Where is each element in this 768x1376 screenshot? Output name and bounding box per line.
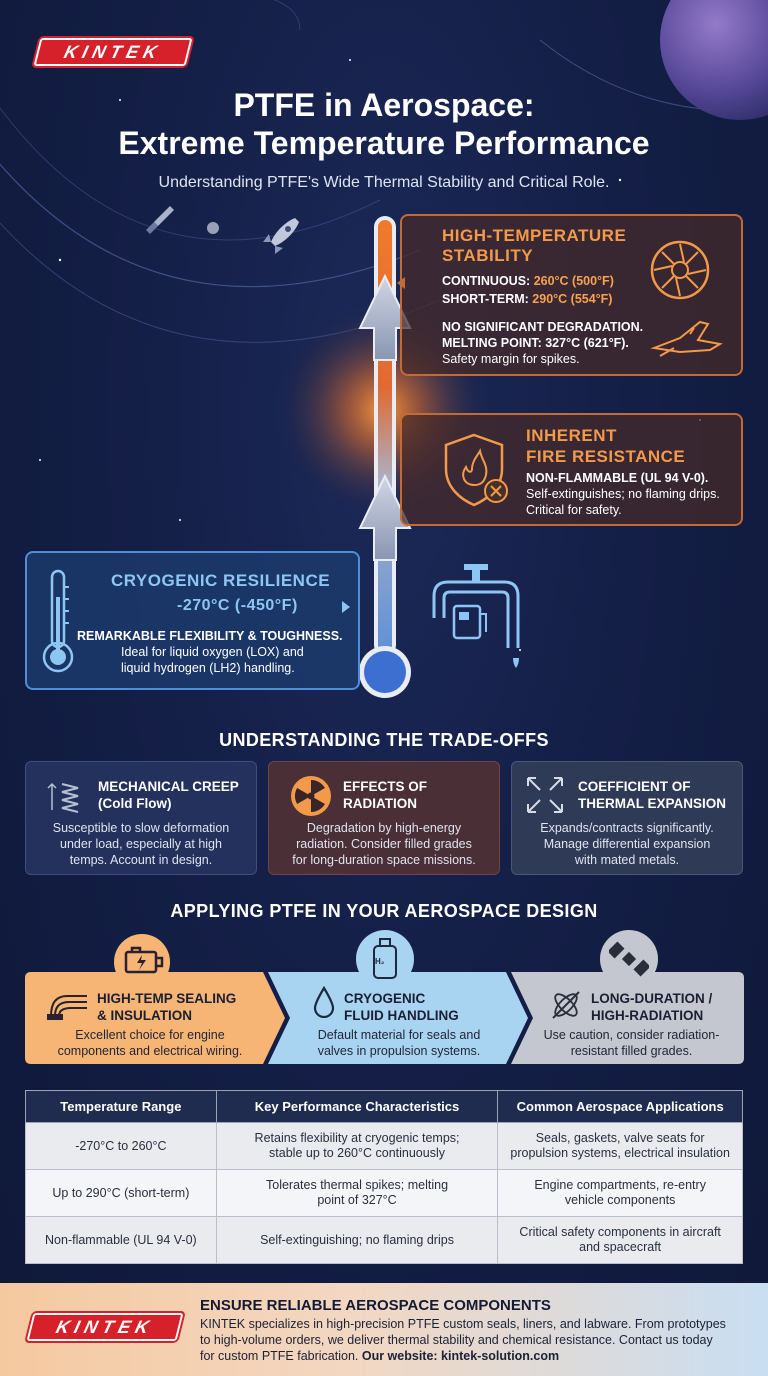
thermometer-gauge: [358, 216, 412, 698]
page-title: PTFE in Aerospace: Extreme Temperature P…: [118, 87, 650, 161]
spring-icon: [47, 782, 79, 813]
expansion-title: COEFFICIENT OF THERMAL EXPANSION: [578, 779, 727, 811]
small-rocket-icon: [146, 206, 174, 234]
apply-long-duration: LONG-DURATION / HIGH-RADIATION Use cauti…: [511, 972, 744, 1064]
apply-step-2-shape: [268, 972, 528, 1064]
sealing-title: HIGH-TEMP SEALING & INSULATION: [97, 991, 237, 1023]
satellite-icon-circle: [600, 930, 658, 988]
specs-table: Temperature Range Key Performance Charac…: [25, 1090, 743, 1264]
table-cell: Non-flammable (UL 94 V-0): [25, 1216, 217, 1264]
radiation-body: Degradation by high-energy radiation. Co…: [292, 821, 476, 867]
continuous-temp: CONTINUOUS: 260°C (500°F): [442, 274, 614, 288]
table-row: Non-flammable (UL 94 V-0) Self-extinguis…: [25, 1216, 743, 1264]
droplet-icon: [313, 986, 335, 1018]
radiation-icon: [291, 776, 331, 816]
h2-icon-circle: H₂: [356, 930, 414, 988]
footer-banner: KINTEK ENSURE RELIABLE AEROSPACE COMPONE…: [0, 1283, 768, 1376]
self-extinguish-text: Self-extinguishes; no flaming drips.: [526, 487, 720, 501]
apply-high-temp-sealing: HIGH-TEMP SEALING & INSULATION Excellent…: [25, 972, 275, 1064]
radiation-title: EFFECTS OF RADIATION: [343, 779, 427, 811]
high-temp-stability-card: HIGH-TEMPERATURE STABILITY CONTINUOUS: 2…: [400, 214, 743, 376]
cryo-temp: -270°C (-450°F): [177, 597, 298, 614]
table-header-row: Temperature Range Key Performance Charac…: [25, 1090, 743, 1123]
wiring-icon: [47, 995, 87, 1020]
table-cell: -270°C to 260°C: [25, 1122, 217, 1170]
melting-point-text: MELTING POINT: 327°C (621°F).: [442, 336, 629, 350]
fire-heading: INHERENT FIRE RESISTANCE: [526, 426, 686, 466]
table-cell: Retains flexibility at cryogenic temps;s…: [215, 1122, 499, 1170]
tradeoff-radiation: EFFECTS OF RADIATION Degradation by high…: [268, 761, 500, 875]
table-cell: Up to 290°C (short-term): [25, 1169, 217, 1217]
broken-atom-icon: [552, 991, 580, 1019]
safety-margin-text: Safety margin for spikes.: [442, 352, 580, 366]
critical-safety-text: Critical for safety.: [526, 503, 622, 517]
fire-resistance-card: INHERENT FIRE RESISTANCE NON-FLAMMABLE (…: [400, 413, 743, 526]
header-applications: Common Aerospace Applications: [497, 1090, 743, 1123]
footer-body: KINTEK specializes in high-precision PTF…: [200, 1317, 726, 1363]
high-temp-pointer: [397, 277, 405, 289]
h2-tank-icon: [373, 938, 397, 979]
engine-battery-icon: [114, 934, 170, 990]
tradeoff-mechanical-creep: MECHANICAL CREEP (Cold Flow) Susceptible…: [25, 761, 257, 875]
lox-text: Ideal for liquid oxygen (LOX) and: [121, 645, 304, 659]
thermometer-icon: [42, 569, 74, 673]
creep-body: Susceptible to slow deformation under lo…: [52, 821, 230, 867]
footer-heading: ENSURE RELIABLE AEROSPACE COMPONENTS: [200, 1297, 551, 1314]
apply-cryogenic-fluid: CRYOGENIC FLUID HANDLING Default materia…: [268, 972, 518, 1064]
cryogenic-resilience-card: CRYOGENIC RESILIENCE -270°C (-450°F) REM…: [25, 551, 360, 690]
table-cell: Self-extinguishing; no flaming drips: [215, 1216, 499, 1264]
flexibility-text: REMARKABLE FLEXIBILITY & TOUGHNESS.: [77, 629, 343, 643]
non-flammable-text: NON-FLAMMABLE (UL 94 V-0).: [526, 471, 709, 485]
tradeoff-thermal-expansion: COEFFICIENT OF THERMAL EXPANSION Expands…: [511, 761, 743, 875]
cryo-fluid-body: Default material for seals and valves in…: [317, 1028, 481, 1058]
h2-label: H₂: [375, 957, 385, 966]
footer-kintek-logo: KINTEK: [26, 1313, 184, 1341]
fire-shield-icon: [444, 433, 508, 507]
satellite-icon: [609, 941, 649, 977]
no-degradation-text: NO SIGNIFICANT DEGRADATION.: [442, 320, 644, 334]
header-temperature-range: Temperature Range: [25, 1090, 217, 1123]
rocket-icon: [263, 218, 299, 254]
tradeoffs-title: UNDERSTANDING THE TRADE-OFFS: [219, 730, 549, 750]
long-duration-body: Use caution, consider radiation- resista…: [543, 1028, 720, 1058]
jet-engine-icon: [650, 240, 710, 300]
sealing-body: Excellent choice for engine components a…: [57, 1028, 243, 1058]
cryo-pointer: [342, 601, 350, 613]
high-temp-heading: HIGH-TEMPERATURE STABILITY: [442, 226, 627, 265]
expansion-body: Expands/contracts significantly. Manage …: [540, 821, 714, 867]
cryo-heading: CRYOGENIC RESILIENCE: [111, 571, 331, 590]
kintek-logo: KINTEK: [33, 38, 193, 66]
expand-arrows-icon: [527, 777, 563, 813]
short-term-temp: SHORT-TERM: 290°C (554°F): [442, 292, 613, 306]
table-row: Up to 290°C (short-term) Tolerates therm…: [25, 1169, 743, 1217]
cryo-fluid-title: CRYOGENIC FLUID HANDLING: [344, 991, 459, 1023]
header-key-characteristics: Key Performance Characteristics: [215, 1090, 499, 1123]
creep-title: MECHANICAL CREEP (Cold Flow): [98, 779, 239, 811]
lh2-text: liquid hydrogen (LH2) handling.: [121, 661, 295, 675]
table-row: -270°C to 260°C Retains flexibility at c…: [25, 1122, 743, 1170]
website-link[interactable]: Our website: kintek-solution.com: [361, 1349, 560, 1363]
applying-title: APPLYING PTFE IN YOUR AEROSPACE DESIGN: [170, 901, 598, 921]
page-subtitle: Understanding PTFE's Wide Thermal Stabil…: [158, 174, 610, 191]
apply-step-1-shape: [25, 972, 285, 1064]
fuel-pump-icon: [432, 564, 520, 668]
space-shuttle-icon: [650, 320, 723, 357]
long-duration-title: LONG-DURATION / HIGH-RADIATION: [591, 991, 713, 1023]
